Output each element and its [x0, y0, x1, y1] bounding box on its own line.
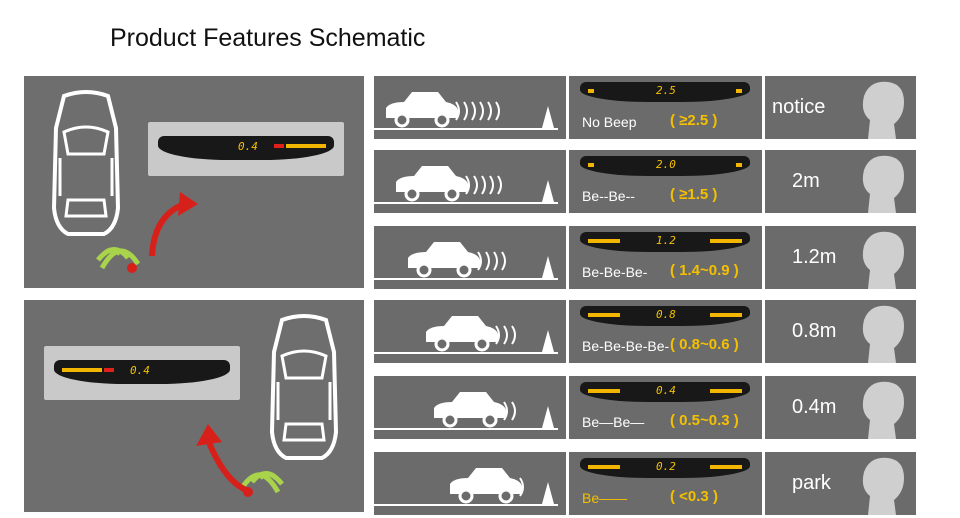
red-arrow-icon: [149, 192, 198, 257]
beep-pattern: Be-Be-Be-Be-: [582, 338, 670, 354]
display-value: 0.4: [656, 384, 676, 397]
display-value: 1.2: [656, 234, 676, 247]
car-side-cell: [374, 150, 566, 213]
label-cell: park: [764, 452, 916, 515]
car-side-cell: [374, 452, 566, 515]
distance-label: notice: [772, 96, 826, 118]
parking-display: 2.0: [580, 156, 750, 176]
car-top-view-icon: [269, 314, 339, 460]
display-box: 0.4: [44, 346, 240, 400]
car-side-cell: [374, 300, 566, 363]
distance-label: 0.4m: [792, 396, 837, 418]
parking-display: 0.4: [158, 136, 334, 160]
beep-pattern: Be—Be—: [582, 414, 645, 430]
car-side-cell: [374, 226, 566, 289]
beep-pattern: No Beep: [582, 114, 637, 130]
bottom-left-panel: 0.4: [24, 300, 364, 512]
car-side-icon: [374, 92, 558, 130]
display-cell: 2.0 Be--Be-- ( ≥1.5 ): [570, 150, 760, 213]
parking-display: 0.2: [580, 458, 750, 478]
car-top-view-icon: [51, 90, 121, 236]
parking-display: 0.4: [580, 382, 750, 402]
person-head-icon: [862, 231, 904, 289]
car-side-icon: [374, 166, 558, 204]
person-head-icon: [862, 457, 904, 515]
label-cell: 0.4m: [764, 376, 916, 439]
sensor-wave-icon: [96, 247, 141, 273]
label-cell: 0.8m: [764, 300, 916, 363]
car-side-cell: [374, 76, 566, 139]
label-cell: notice: [764, 76, 916, 139]
person-head-icon: [862, 81, 904, 139]
beep-pattern: Be——: [582, 490, 628, 506]
distance-range: ( <0.3 ): [670, 488, 718, 505]
distance-range: ( 0.8~0.6 ): [670, 336, 739, 353]
car-side-icon: [374, 242, 558, 280]
distance-row: 1.2 Be-Be-Be- ( 1.4~0.9 ) 1.2m: [374, 226, 916, 289]
distance-row: 0.4 Be—Be— ( 0.5~0.3 ) 0.4m: [374, 376, 916, 439]
display-value: 2.5: [656, 84, 676, 97]
car-side-icon: [374, 316, 558, 354]
car-side-cell: [374, 376, 566, 439]
display-cell: 0.8 Be-Be-Be-Be- ( 0.8~0.6 ): [570, 300, 760, 363]
page-title: Product Features Schematic: [110, 24, 426, 52]
person-head-icon: [862, 155, 904, 213]
display-value: 0.8: [656, 308, 676, 321]
distance-range: ( ≥1.5 ): [670, 186, 718, 203]
red-arrow-icon: [196, 424, 248, 493]
person-head-icon: [862, 305, 904, 363]
distance-range: ( ≥2.5 ): [670, 112, 718, 129]
distance-range: ( 0.5~0.3 ): [670, 412, 739, 429]
parking-display: 2.5: [580, 82, 750, 102]
beep-pattern: Be--Be--: [582, 188, 635, 204]
parking-display: 0.4: [54, 360, 230, 384]
car-side-icon: [374, 468, 558, 506]
top-left-panel: 0.4: [24, 76, 364, 288]
distance-row: 2.0 Be--Be-- ( ≥1.5 ) 2m: [374, 150, 916, 213]
car-side-icon: [374, 392, 558, 430]
distance-label: 0.8m: [792, 320, 837, 342]
distance-row: 0.2 Be—— ( <0.3 ) park: [374, 452, 916, 515]
display-value: 2.0: [656, 158, 676, 171]
display-cell: 1.2 Be-Be-Be- ( 1.4~0.9 ): [570, 226, 760, 289]
display-value: 0.2: [656, 460, 676, 473]
label-cell: 2m: [764, 150, 916, 213]
distance-range: ( 1.4~0.9 ): [670, 262, 739, 279]
display-cell: 0.4 Be—Be— ( 0.5~0.3 ): [570, 376, 760, 439]
distance-row: 0.8 Be-Be-Be-Be- ( 0.8~0.6 ) 0.8m: [374, 300, 916, 363]
display-box: 0.4: [148, 122, 344, 176]
display-cell: 2.5 No Beep ( ≥2.5 ): [570, 76, 760, 139]
display-cell: 0.2 Be—— ( <0.3 ): [570, 452, 760, 515]
display-value: 0.4: [130, 364, 150, 377]
parking-display: 1.2: [580, 232, 750, 252]
person-head-icon: [862, 381, 904, 439]
label-cell: 1.2m: [764, 226, 916, 289]
beep-pattern: Be-Be-Be-: [582, 264, 648, 280]
distance-label: park: [792, 472, 831, 494]
parking-display: 0.8: [580, 306, 750, 326]
distance-label: 1.2m: [792, 246, 837, 268]
display-value: 0.4: [238, 140, 258, 153]
distance-label: 2m: [792, 170, 820, 192]
distance-row: 2.5 No Beep ( ≥2.5 ) notice: [374, 76, 916, 139]
